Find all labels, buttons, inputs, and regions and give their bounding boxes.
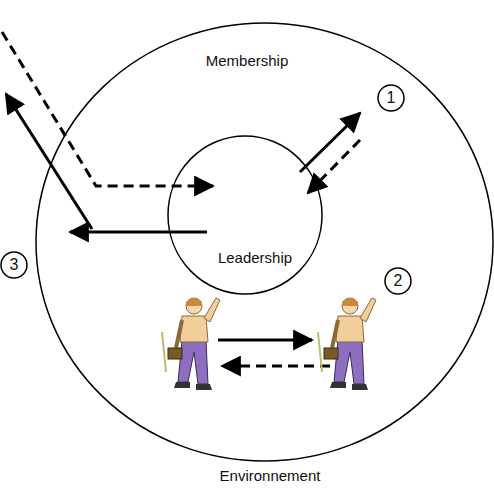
- callout-number: 2: [394, 272, 403, 290]
- callout-circle: [378, 85, 404, 111]
- person-part: [334, 340, 364, 384]
- person-part: [176, 320, 182, 348]
- callout-number: 1: [387, 89, 396, 107]
- callout-circle: [385, 268, 411, 294]
- person-part: [196, 384, 212, 390]
- person-part: [162, 332, 166, 372]
- circle-outline: [168, 136, 322, 294]
- person-part: [204, 298, 220, 322]
- person-part: [318, 332, 322, 372]
- person-part: [342, 298, 358, 306]
- callout-circle: [1, 252, 27, 278]
- inner-circle: Leadership: [167, 135, 323, 295]
- arrow-exchange-dashed: [222, 365, 330, 368]
- outer-circle: MembershipLeadership: [35, 22, 494, 462]
- person-part: [324, 348, 338, 359]
- group-name: Membership: [206, 52, 289, 69]
- arrow-exchange: [218, 339, 312, 342]
- arrow-out: [70, 231, 207, 234]
- group-name: Leadership: [218, 249, 292, 266]
- person-part: [360, 298, 376, 322]
- person-part: [178, 340, 208, 384]
- person-part: [168, 348, 182, 359]
- callout-number: 3: [10, 256, 19, 274]
- person-part: [352, 384, 368, 390]
- person-figure: [162, 298, 220, 390]
- person-part: [174, 382, 190, 388]
- person-part: [342, 298, 358, 314]
- arrow-out: [300, 113, 360, 172]
- arrow-in-dashed: [2, 32, 213, 186]
- person-part: [186, 298, 202, 314]
- person-part: [336, 316, 364, 342]
- person-part: [186, 298, 202, 306]
- person-figure: [318, 298, 376, 390]
- person-part: [332, 320, 338, 348]
- circle-outline: [36, 23, 493, 461]
- environment-label: Environnement: [220, 467, 321, 484]
- person-part: [330, 382, 346, 388]
- person-part: [180, 316, 208, 342]
- circle-outline: [35, 22, 494, 462]
- circle-outline: [167, 135, 323, 295]
